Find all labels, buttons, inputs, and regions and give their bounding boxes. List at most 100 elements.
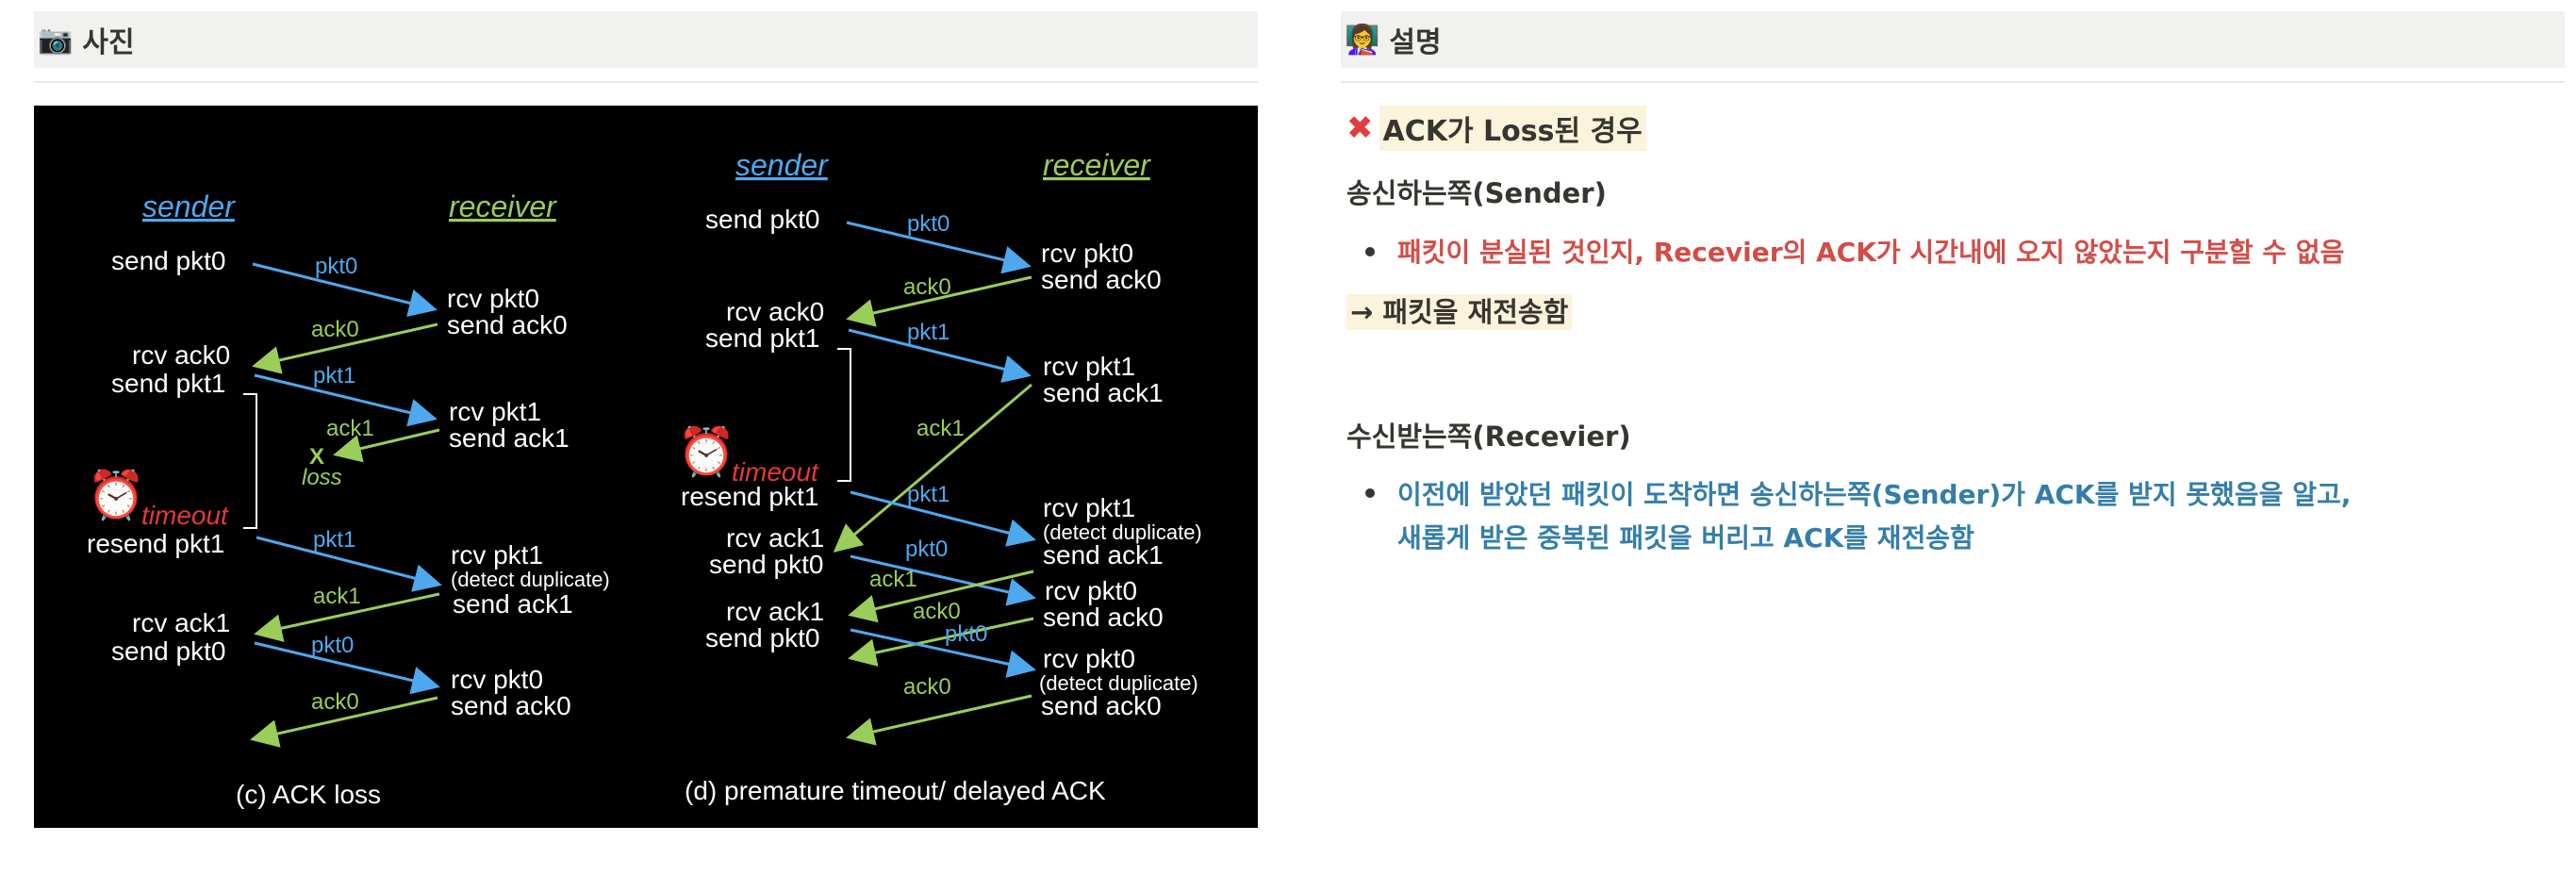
d-detect-duplicate: (detect duplicate) bbox=[1043, 520, 1202, 544]
d-label-pkt1: pkt1 bbox=[907, 320, 949, 345]
receiver-bullet: 이전에 받았던 패킷이 도착하면 송신하는쪽(Sender)가 ACK를 받지 … bbox=[1346, 473, 2351, 560]
receiver-bullet-text: 이전에 받았던 패킷이 도착하면 송신하는쪽(Sender)가 ACK를 받지 … bbox=[1397, 473, 2351, 560]
c-sender-heading: sender bbox=[142, 190, 236, 223]
c-label-pkt0-b: pkt0 bbox=[311, 633, 354, 658]
d-send-pkt0: send pkt0 bbox=[705, 205, 819, 234]
d-send-ack1-b: send ack1 bbox=[1043, 540, 1164, 570]
c-send-ack1: send ack1 bbox=[449, 423, 570, 453]
sender-heading: 송신하는쪽(Sender) bbox=[1346, 177, 1607, 209]
d-rcv-pkt0-b: rcv pkt0 bbox=[1045, 576, 1137, 605]
d-label-pkt1-b: pkt1 bbox=[907, 482, 949, 507]
photo-section-header: 📷 사진 bbox=[34, 11, 1258, 68]
d-label-pkt0-c: pkt0 bbox=[945, 621, 987, 647]
camera-icon: 📷 bbox=[38, 23, 74, 57]
d-send-ack0-b: send ack0 bbox=[1043, 603, 1164, 632]
ack-loss-title-text: ACK가 Loss된 경우 bbox=[1379, 106, 1646, 151]
rdt-diagram-svg: .w { fill: #fff; font-family: "Liberatio… bbox=[87, 148, 1202, 809]
d-send-pkt0-b: send pkt0 bbox=[709, 550, 823, 579]
c-caption: (c) ACK loss bbox=[236, 780, 381, 809]
c-send-ack0-b: send ack0 bbox=[451, 691, 571, 720]
c-send-pkt0: send pkt0 bbox=[111, 246, 225, 275]
d-label-ack1: ack1 bbox=[916, 416, 965, 441]
d-send-pkt0-c: send pkt0 bbox=[705, 623, 819, 652]
c-label-ack0-b: ack0 bbox=[311, 689, 359, 715]
d-rcv-pkt1-dup: rcv pkt1 bbox=[1043, 493, 1135, 522]
d-sender-heading: sender bbox=[735, 148, 829, 182]
c-arrow-ack0 bbox=[252, 322, 438, 374]
c-label-ack1: ack1 bbox=[326, 416, 374, 441]
cross-mark-icon: ✖ bbox=[1346, 109, 1374, 147]
d-rcv-ack1: rcv ack1 bbox=[726, 523, 824, 553]
c-rcv-pkt1-dup: rcv pkt1 bbox=[451, 540, 543, 570]
d-resend-pkt1: resend pkt1 bbox=[681, 482, 818, 511]
d-label-pkt0-b: pkt0 bbox=[905, 537, 948, 562]
d-send-pkt1: send pkt1 bbox=[705, 323, 819, 353]
divider bbox=[34, 81, 1258, 83]
divider bbox=[1341, 81, 2565, 83]
retransmit-note-text: → 패킷을 재전송함 bbox=[1346, 294, 1573, 330]
c-rcv-ack1: rcv ack1 bbox=[132, 608, 230, 637]
c-loss-label: loss bbox=[302, 465, 342, 490]
c-send-pkt1: send pkt1 bbox=[111, 369, 225, 398]
c-detect-duplicate: (detect duplicate) bbox=[451, 568, 610, 591]
c-send-ack0: send ack0 bbox=[447, 310, 568, 339]
c-send-pkt0-b: send pkt0 bbox=[111, 636, 225, 666]
photo-section-title: 사진 bbox=[82, 26, 135, 59]
c-loss-x: X bbox=[309, 444, 324, 470]
c-rcv-pkt1: rcv pkt1 bbox=[449, 397, 541, 426]
c-label-pkt1-b: pkt1 bbox=[313, 527, 355, 553]
d-label-ack1-b: ack1 bbox=[869, 567, 917, 592]
c-label-ack1-b: ack1 bbox=[313, 584, 361, 609]
description-section-header: 👩‍🏫 설명 bbox=[1341, 11, 2565, 68]
d-rcv-pkt0-c: rcv pkt0 bbox=[1043, 644, 1135, 673]
d-timer-bracket bbox=[837, 348, 851, 482]
c-arrow-resend-pkt1 bbox=[256, 536, 442, 592]
d-alarm-clock-icon: ⏰ bbox=[677, 423, 735, 479]
person-icon: 👩‍🏫 bbox=[1345, 23, 1380, 57]
d-label-ack0: ack0 bbox=[903, 274, 951, 300]
c-arrow-ack1-lost bbox=[333, 428, 440, 463]
c-label-pkt1: pkt1 bbox=[313, 363, 355, 388]
receiver-bullet-line-1: 이전에 받았던 패킷이 도착하면 송신하는쪽(Sender)가 ACK를 받지 … bbox=[1397, 479, 2352, 510]
d-label-pkt0: pkt0 bbox=[907, 211, 949, 237]
d-label-ack0-b: ack0 bbox=[913, 599, 961, 624]
d-send-ack0-c: send ack0 bbox=[1041, 691, 1162, 720]
d-arrow-pkt0-c bbox=[850, 628, 1036, 678]
d-arrow-pkt0 bbox=[846, 221, 1032, 274]
c-rcv-ack0: rcv ack0 bbox=[132, 340, 230, 370]
d-arrow-ack1-delayed bbox=[833, 383, 1032, 553]
d-rcv-pkt1: rcv pkt1 bbox=[1043, 352, 1135, 381]
d-detect-duplicate-b: (detect duplicate) bbox=[1039, 671, 1198, 695]
d-arrow-ack0-c bbox=[846, 694, 1032, 746]
c-arrow-pkt0 bbox=[252, 262, 438, 318]
d-rcv-ack1-b: rcv ack1 bbox=[726, 597, 824, 626]
c-timer-bracket bbox=[243, 393, 257, 529]
c-send-ack1-b: send ack1 bbox=[453, 589, 573, 619]
rdt-diagram-image: .w { fill: #fff; font-family: "Liberatio… bbox=[34, 106, 1258, 828]
d-arrow-resend-pkt1 bbox=[850, 490, 1036, 547]
c-timeout-label: timeout bbox=[141, 501, 229, 530]
d-rcv-ack0: rcv ack0 bbox=[726, 297, 824, 326]
d-rcv-pkt0: rcv pkt0 bbox=[1041, 239, 1133, 268]
c-arrow-ack1-b bbox=[254, 592, 440, 642]
c-resend-pkt1: resend pkt1 bbox=[87, 529, 224, 558]
retransmit-note: → 패킷을 재전송함 bbox=[1346, 290, 1573, 330]
c-label-ack0: ack0 bbox=[311, 317, 359, 342]
d-send-ack1: send ack1 bbox=[1043, 378, 1164, 407]
description-section-title: 설명 bbox=[1389, 26, 1442, 59]
d-label-ack0-c: ack0 bbox=[903, 674, 951, 700]
d-send-ack0: send ack0 bbox=[1041, 265, 1162, 294]
c-receiver-heading: receiver bbox=[449, 190, 557, 223]
bullet-dot bbox=[1365, 488, 1375, 498]
c-rcv-pkt0-b: rcv pkt0 bbox=[451, 665, 543, 694]
d-caption: (d) premature timeout/ delayed ACK bbox=[685, 776, 1106, 805]
c-arrow-ack0-b bbox=[250, 696, 438, 748]
bullet-dot bbox=[1365, 247, 1375, 256]
d-arrow-pkt0-b bbox=[850, 554, 1036, 606]
c-alarm-clock-icon: ⏰ bbox=[87, 467, 145, 522]
sender-bullet-text: 패킷이 분실된 것인지, Recevier의 ACK가 시간내에 오지 않았는지… bbox=[1397, 237, 2345, 268]
c-arrow-pkt1 bbox=[254, 373, 438, 427]
sender-bullet: 패킷이 분실된 것인지, Recevier의 ACK가 시간내에 오지 않았는지… bbox=[1346, 232, 2344, 270]
c-arrow-pkt0-b bbox=[254, 641, 440, 695]
d-arrow-ack0 bbox=[846, 275, 1032, 327]
